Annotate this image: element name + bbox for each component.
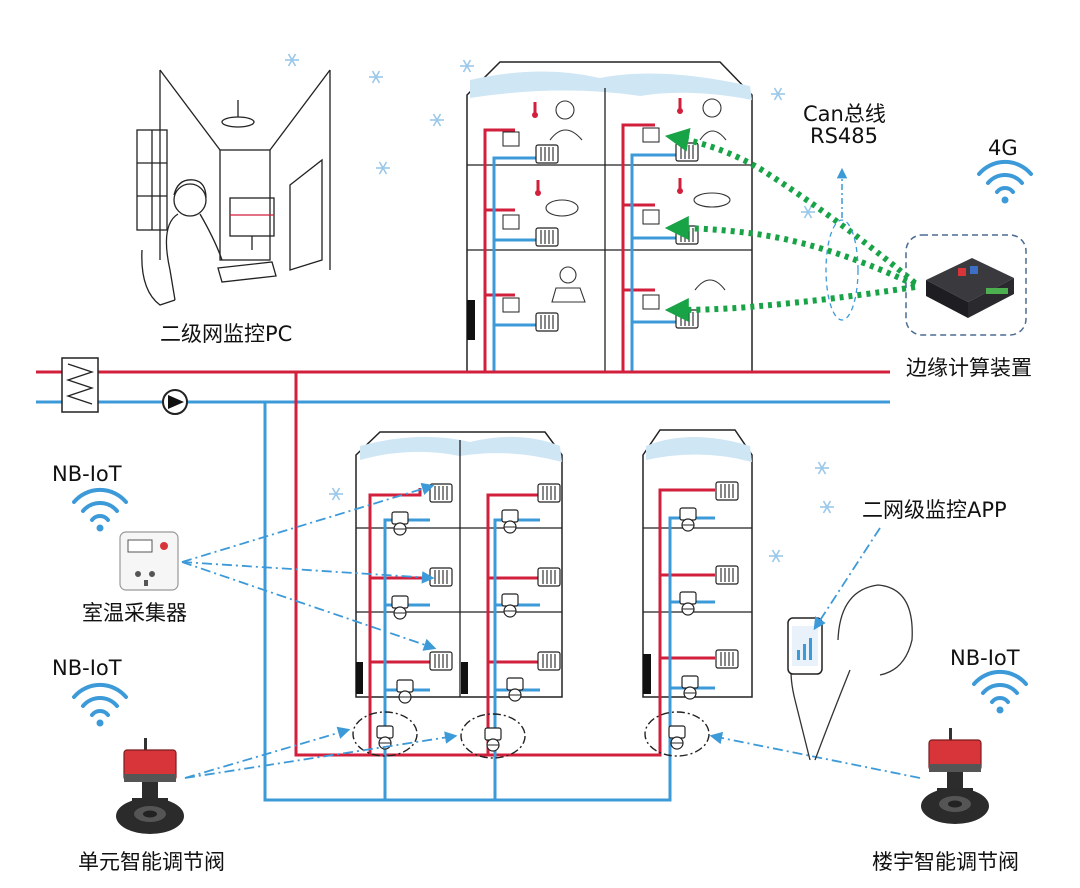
- snowflake-icon: [819, 500, 835, 514]
- wifi-icon: [72, 487, 128, 534]
- snowflake-icon: [368, 70, 384, 84]
- radiator-icon: [429, 483, 453, 503]
- edge-signal-lines: [664, 127, 917, 322]
- lower-building-left: [355, 431, 563, 740]
- nbiot-label: NB-IoT: [52, 462, 122, 486]
- valve-icon: [501, 509, 519, 534]
- valve-icon: [396, 679, 414, 704]
- phone-icon: [787, 617, 823, 675]
- building-valve-label: 楼宇智能调节阀: [872, 850, 1019, 874]
- collector-signal-lines: [181, 482, 437, 651]
- heat-exchanger-icon: [61, 357, 99, 413]
- valve-icon: [679, 591, 697, 616]
- radiator-icon: [537, 651, 561, 671]
- radiator-icon: [535, 227, 559, 247]
- radiator-icon: [675, 142, 699, 162]
- net-4g-label: 4G: [988, 136, 1018, 160]
- wifi-icon: [977, 159, 1033, 206]
- valve-icon: [484, 727, 502, 752]
- unit-valve-label: 单元智能调节阀: [78, 850, 225, 874]
- unit-valve-markers: [352, 711, 710, 759]
- can-bus-arrow: [825, 167, 859, 321]
- unit-valve-device: [115, 737, 185, 835]
- radiator-icon: [715, 649, 739, 669]
- radiator-icon: [429, 651, 453, 671]
- app-monitor-label: 二网级监控APP: [862, 498, 1007, 522]
- room-temp-collector-device: [119, 531, 179, 591]
- top-building: [466, 61, 753, 373]
- radiator-icon: [715, 481, 739, 501]
- pc-monitor-scene: [136, 69, 331, 306]
- radiator-icon: [535, 312, 559, 332]
- snowflake-icon: [328, 487, 344, 501]
- valve-icon: [668, 725, 686, 750]
- snowflake-icon: [768, 549, 784, 563]
- radiator-icon: [537, 567, 561, 587]
- can-bus-label: Can总线: [803, 102, 886, 126]
- valve-icon: [506, 677, 524, 702]
- valve-icon: [501, 593, 519, 618]
- valve-icon: [679, 507, 697, 532]
- roof-ice: [360, 436, 562, 462]
- radiator-icon: [429, 567, 453, 587]
- room-temp-collector-label: 室温采集器: [82, 601, 187, 625]
- radiator-icon: [535, 144, 559, 164]
- snowflake-icon: [284, 53, 300, 67]
- nbiot-label: NB-IoT: [950, 646, 1020, 670]
- nbiot-label: NB-IoT: [52, 656, 122, 680]
- edge-device: [905, 234, 1027, 336]
- radiator-icon: [537, 483, 561, 503]
- app-signal-line: [813, 527, 881, 631]
- snowflake-icon: [429, 113, 445, 127]
- valve-icon: [681, 675, 699, 700]
- snowflake-icon: [375, 161, 391, 175]
- pc-monitor-label: 二级网监控PC: [160, 322, 293, 346]
- snowflake-icon: [770, 87, 786, 101]
- roof-ice: [646, 437, 752, 462]
- wifi-icon: [72, 682, 128, 729]
- rs485-label: RS485: [810, 124, 879, 148]
- unit-valve-signal-lines: [184, 726, 458, 779]
- snowflake-icon: [814, 461, 830, 475]
- valve-icon: [391, 595, 409, 620]
- radiator-icon: [715, 565, 739, 585]
- wifi-icon: [972, 669, 1028, 716]
- edge-device-label: 边缘计算装置: [906, 356, 1032, 380]
- snowflake-icon: [459, 59, 475, 73]
- building-valve-device: [920, 727, 990, 825]
- pump-icon: [162, 389, 188, 415]
- valve-icon: [391, 511, 409, 536]
- lower-building-right: [642, 429, 753, 740]
- roof-ice: [470, 71, 752, 100]
